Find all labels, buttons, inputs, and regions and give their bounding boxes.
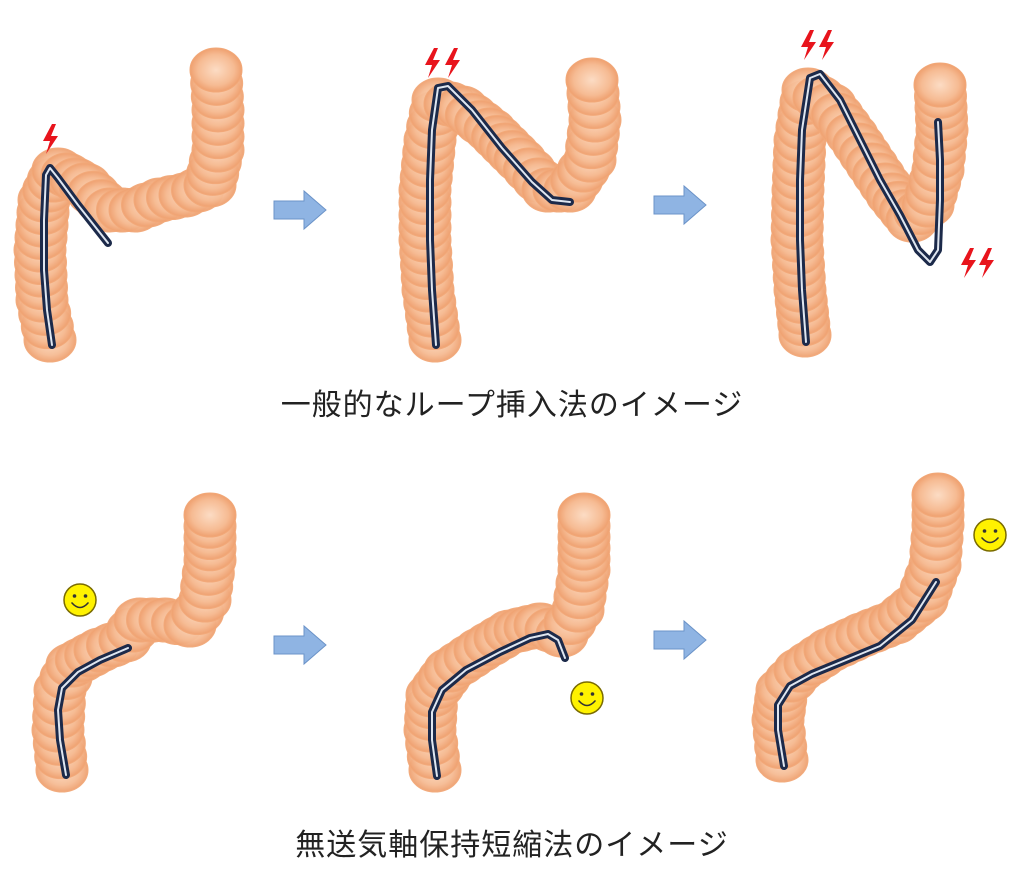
- lightning-icon: [979, 248, 994, 278]
- arrow-right-icon: [273, 624, 327, 666]
- arrow-right-icon: [653, 184, 707, 226]
- caption-axis-method: 無送気軸保持短縮法のイメージ: [295, 828, 729, 863]
- caption-loop-method: 一般的なループ挿入法のイメージ: [280, 388, 744, 423]
- scope-highlight: [431, 633, 566, 777]
- smiley-icon: [570, 681, 604, 715]
- lightning-icon: [43, 124, 58, 154]
- lightning-icon: [801, 30, 816, 60]
- scope-highlight: [777, 581, 937, 767]
- lightning-icon: [425, 48, 440, 78]
- lightning-icon: [445, 48, 460, 78]
- colon-panel-6: [751, 472, 965, 783]
- smiley-icon: [63, 583, 97, 617]
- scope-highlight: [429, 85, 571, 346]
- smiley-icon: [973, 518, 1007, 552]
- lightning-icon: [819, 30, 834, 60]
- lightning-icon: [961, 248, 976, 278]
- arrow-right-icon: [273, 189, 327, 231]
- arrow-right-icon: [653, 619, 707, 661]
- colon-panel-1: [13, 47, 245, 363]
- scope-highlight: [57, 647, 129, 776]
- scope-highlight: [799, 73, 941, 343]
- scope-highlight: [43, 167, 109, 346]
